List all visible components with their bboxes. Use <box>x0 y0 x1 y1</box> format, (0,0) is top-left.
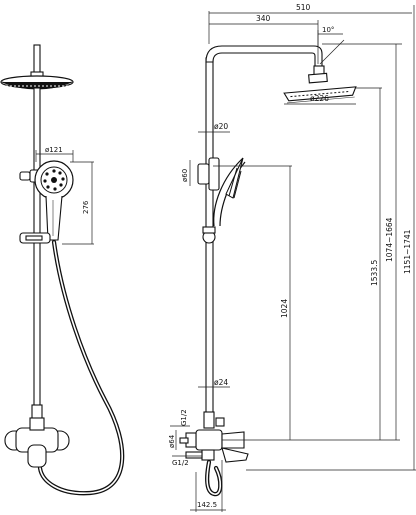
side-overhead-shower-head <box>283 72 357 104</box>
front-view: ø121 276 <box>0 44 125 496</box>
dim-height-lower-pipe: 1024 <box>280 299 289 318</box>
front-hand-shower <box>34 160 74 241</box>
front-riser-pipe <box>33 87 41 409</box>
dim-hand-shower-length: 276 <box>82 200 90 214</box>
front-top-tube <box>33 44 41 76</box>
dim-head-tilt: 10° <box>322 26 334 34</box>
dim-slider-diameter: ø60 <box>181 169 189 182</box>
side-shower-arm <box>205 45 323 67</box>
dim-head-diameter: ø226 <box>310 94 329 103</box>
dim-hand-shower-diameter: ø121 <box>45 146 63 154</box>
dim-height-head: 1533.5 <box>370 260 379 286</box>
dim-height-range-arm: 1074~1664 <box>385 217 394 262</box>
front-upper-holder <box>19 171 31 181</box>
dim-thread-bottom: G1/2 <box>172 459 189 467</box>
dim-mixer-centers: 142.5 <box>197 501 217 509</box>
dim-pipe-diameter-lower: ø24 <box>214 378 228 387</box>
side-mixer-valve <box>179 411 249 463</box>
dim-arm-length: 340 <box>256 14 271 23</box>
dim-mixer-body-diameter: ø64 <box>168 434 176 448</box>
dim-thread-top: G1/2 <box>180 409 188 426</box>
side-slider <box>197 157 220 244</box>
front-overhead-shower-head <box>0 71 74 90</box>
dim-pipe-diameter-upper: ø20 <box>214 122 228 131</box>
front-hose <box>37 239 125 496</box>
front-mixer-valve <box>4 404 70 468</box>
side-hand-shower <box>213 157 246 227</box>
dim-height-range-total: 1151~1741 <box>403 229 412 274</box>
side-view: 510 340 10° ø226 ø20 ø60 1024 1533.5 107… <box>168 3 416 512</box>
dim-total-width: 510 <box>296 3 311 12</box>
